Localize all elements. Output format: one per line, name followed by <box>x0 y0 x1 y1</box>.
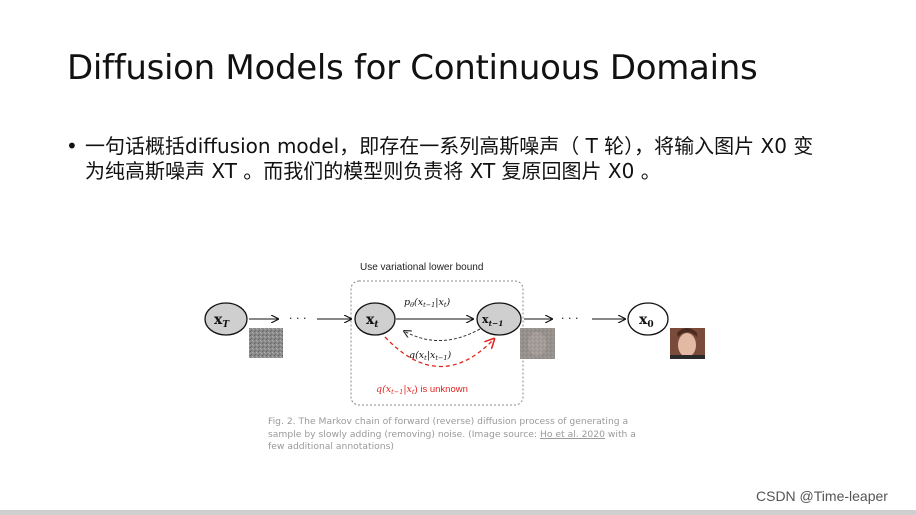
caption-source-link[interactable]: Ho et al. 2020 <box>539 428 605 440</box>
markov-chain-figure: Use variational lower bound xT · · · xt <box>190 255 730 460</box>
bullet-marker: • <box>66 134 78 158</box>
csdn-watermark: CSDN @Time-leaper <box>756 488 888 504</box>
vlb-label: Use variational lower bound <box>360 262 483 273</box>
node-xT: xT <box>204 302 248 336</box>
svg-text:xt: xt <box>366 312 379 330</box>
p-theta-label: pθ(xt−1|xt) <box>404 297 450 309</box>
ellipsis-right: · · · <box>561 312 578 325</box>
caption-text-before: Fig. 2. The Markov chain of forward (rev… <box>268 416 629 440</box>
slide-title: Diffusion Models for Continuous Domains <box>67 48 758 88</box>
noisy-face-image <box>520 328 555 359</box>
figure-caption: Fig. 2. The Markov chain of forward (rev… <box>268 416 653 454</box>
svg-text:xT: xT <box>214 312 230 330</box>
svg-text:x0: x0 <box>639 312 654 330</box>
unknown-label: q(xt−1|xt) is unknown <box>376 384 468 396</box>
markov-chain-diagram: Use variational lower bound xT · · · xt <box>204 262 705 406</box>
node-x0: x0 <box>627 302 669 336</box>
noise-image-xT <box>249 328 283 358</box>
caption-text-after: with a few additional annotations) <box>268 428 636 453</box>
clean-face-image <box>670 328 705 359</box>
arrow-unknown-red <box>384 336 494 368</box>
ellipsis-left: · · · <box>289 312 306 325</box>
arrow-q-dashed <box>404 328 481 341</box>
bullet-text: 一句话概括diffusion model，即存在一系列高斯噪声（ T 轮），将输… <box>85 134 814 183</box>
node-xt: xt <box>354 302 396 336</box>
bullet-point: • 一句话概括diffusion model，即存在一系列高斯噪声（ T 轮），… <box>66 134 826 184</box>
vlb-dashed-box <box>350 280 524 406</box>
q-label: q(xt|xt−1) <box>409 350 452 362</box>
node-xt-minus-1: xt−1 <box>476 302 522 336</box>
svg-text:xt−1: xt−1 <box>482 313 504 328</box>
slide-bottom-border <box>0 510 916 515</box>
